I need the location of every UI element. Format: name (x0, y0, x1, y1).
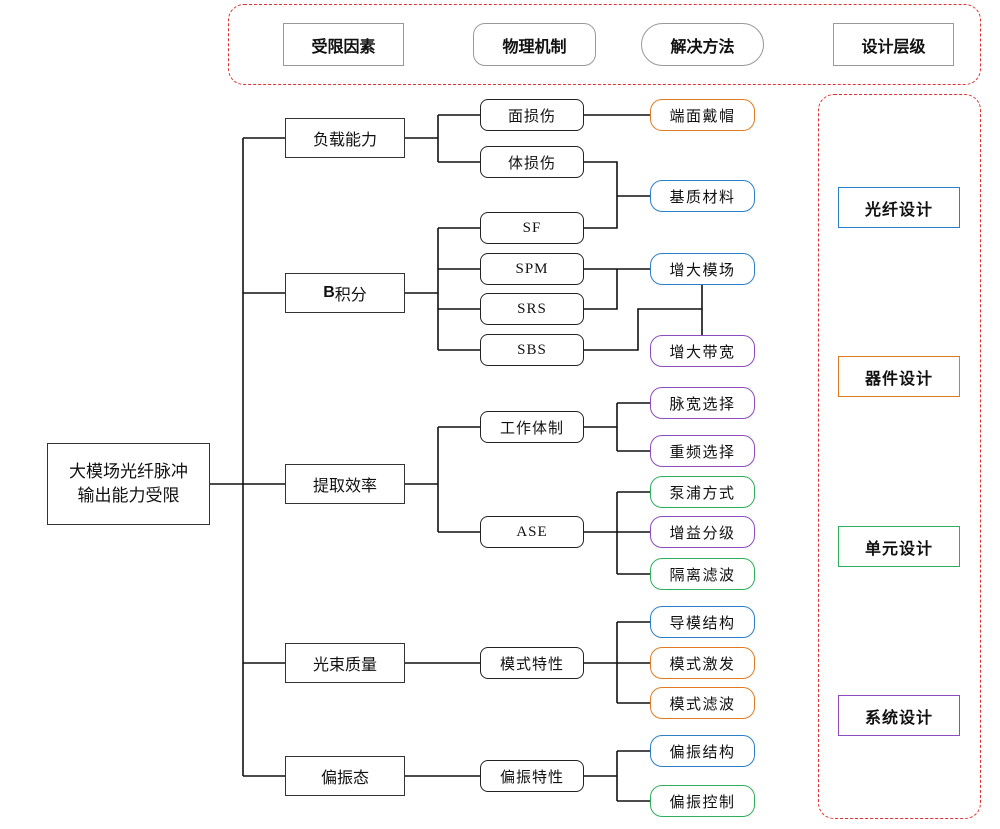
solution-increase-bandwidth: 增大带宽 (650, 335, 755, 367)
root-node: 大模场光纤脉冲 输出能力受限 (47, 443, 210, 525)
root-line-2: 输出能力受限 (77, 486, 180, 506)
b-integral-prefix: B (323, 284, 335, 301)
connector-ase-branch (584, 491, 650, 575)
mechanism-ase: ASE (480, 516, 584, 548)
connector-polchar-branch (584, 750, 650, 802)
header-label-factor: 受限因素 (283, 23, 404, 66)
level-system-design: 系统设计 (838, 695, 960, 736)
solution-increase-mode-area: 增大模场 (650, 253, 755, 285)
mechanism-operating-regime: 工作体制 (480, 411, 584, 443)
solution-polarization-structure: 偏振结构 (650, 735, 755, 767)
connector-mode-branch (584, 621, 650, 704)
root-line-1: 大模场光纤脉冲 (69, 462, 188, 482)
mechanism-bulk-damage: 体损伤 (480, 146, 584, 178)
solution-host-material: 基质材料 (650, 180, 755, 212)
b-integral-suffix: 积分 (334, 285, 367, 304)
level-device-design: 器件设计 (838, 356, 960, 397)
factor-load-capacity: 负载能力 (285, 118, 405, 158)
connector-b-branch (405, 227, 480, 351)
connector-sbs-bandwidth (584, 284, 703, 351)
solution-isolation-filtering: 隔离滤波 (650, 558, 755, 590)
connector-bulk-sf-material (584, 161, 650, 229)
solution-guiding-structure: 导模结构 (650, 606, 755, 638)
solution-pump-scheme: 泵浦方式 (650, 476, 755, 508)
header-label-solution: 解决方法 (641, 23, 764, 66)
solution-gain-staging: 增益分级 (650, 516, 755, 548)
solution-mode-excitation: 模式激发 (650, 647, 755, 679)
solution-repetition-rate-selection: 重频选择 (650, 435, 755, 467)
mechanism-polarization-property: 偏振特性 (480, 760, 584, 792)
mechanism-sf: SF (480, 212, 584, 244)
level-fiber-design: 光纤设计 (838, 187, 960, 228)
solution-pulse-width-selection: 脉宽选择 (650, 387, 755, 419)
factor-polarization: 偏振态 (285, 756, 405, 796)
solution-mode-filtering: 模式滤波 (650, 687, 755, 719)
mechanism-sbs: SBS (480, 334, 584, 366)
mechanism-surface-damage: 面损伤 (480, 99, 584, 131)
factor-beam-quality: 光束质量 (285, 643, 405, 683)
mechanism-srs: SRS (480, 293, 584, 325)
solution-end-cap: 端面戴帽 (650, 99, 755, 131)
connector-regime-branch (584, 402, 650, 452)
header-frame (228, 4, 981, 85)
header-label-mechanism: 物理机制 (473, 23, 596, 66)
levels-frame (818, 94, 981, 819)
mechanism-spm: SPM (480, 253, 584, 285)
mechanism-mode-property: 模式特性 (480, 647, 584, 679)
solution-polarization-control: 偏振控制 (650, 785, 755, 817)
connector-extract-branch (405, 426, 480, 533)
header-label-level: 设计层级 (833, 23, 954, 66)
level-unit-design: 单元设计 (838, 526, 960, 567)
factor-extraction-efficiency: 提取效率 (285, 464, 405, 504)
connector-load-branch (405, 114, 480, 163)
connector-spm-srs-mode (584, 268, 650, 310)
